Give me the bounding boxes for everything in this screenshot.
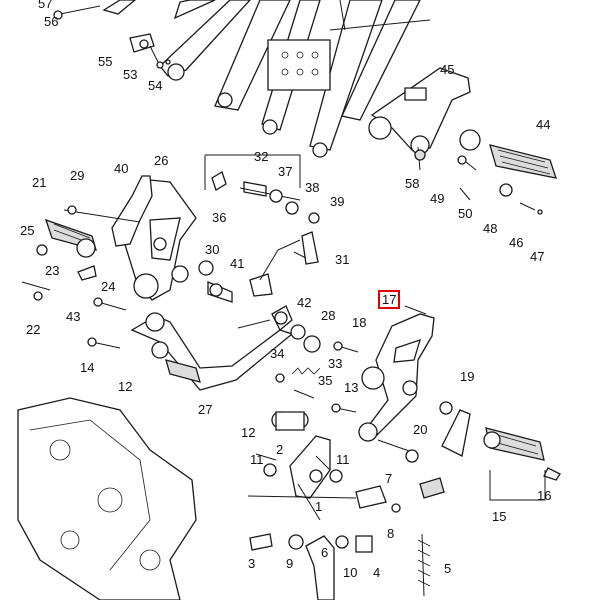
part-label-47[interactable]: 47 [530,249,545,264]
part-label-11-left[interactable]: 11 [250,452,264,467]
part-label-7[interactable]: 7 [385,471,393,486]
part-label-56[interactable]: 56 [44,14,59,29]
part-label-49[interactable]: 49 [430,191,445,206]
part-label-32[interactable]: 32 [254,149,269,164]
part-label-6[interactable]: 6 [321,545,329,560]
part-label-26[interactable]: 26 [154,153,169,168]
part-label-3[interactable]: 3 [248,556,256,571]
part-label-12-upper[interactable]: 12 [118,379,133,394]
part-label-27[interactable]: 27 [198,402,213,417]
part-label-48[interactable]: 48 [483,221,498,236]
part-label-38[interactable]: 38 [305,180,320,195]
right-footrest-bracket-17 [331,313,435,442]
part-label-50[interactable]: 50 [458,206,473,221]
part-label-2[interactable]: 2 [276,442,284,457]
part-label-33[interactable]: 33 [328,356,343,371]
bolt-20 [377,439,445,499]
part-label-23[interactable]: 23 [45,263,60,278]
part-label-44[interactable]: 44 [536,117,551,132]
part-label-30[interactable]: 30 [205,242,220,257]
part-label-16[interactable]: 16 [537,488,552,503]
rider-footpeg-21 [21,205,141,301]
part-label-24[interactable]: 24 [101,279,116,294]
heel-plate-40 [111,175,153,247]
part-label-42[interactable]: 42 [297,295,312,310]
part-label-54[interactable]: 54 [148,78,163,93]
right-footpeg-15 [439,401,561,501]
part-label-15[interactable]: 15 [492,509,507,524]
brake-pedal-27 [87,297,294,391]
part-label-46[interactable]: 46 [509,235,524,250]
part-label-40[interactable]: 40 [114,161,129,176]
part-label-25[interactable]: 25 [20,223,35,238]
part-label-14[interactable]: 14 [80,360,95,375]
brake-switch-assembly [198,154,320,303]
part-label-53[interactable]: 53 [123,67,138,82]
part-label-28[interactable]: 28 [321,308,336,323]
passenger-footpeg-44 [414,144,557,215]
part-label-29[interactable]: 29 [70,168,85,183]
part-label-35[interactable]: 35 [318,373,333,388]
part-label-57[interactable]: 57 [38,0,53,11]
part-label-36[interactable]: 36 [212,210,227,225]
part-label-43[interactable]: 43 [66,309,81,324]
frame-outline-lower-left [17,397,197,600]
part-label-8[interactable]: 8 [387,526,395,541]
part-label-19[interactable]: 19 [460,369,475,384]
leader-lines [237,187,471,471]
part-label-21[interactable]: 21 [32,175,47,190]
part-label-31[interactable]: 31 [335,252,350,267]
part-label-12-lower[interactable]: 12 [241,425,256,440]
spring-and-washers [275,324,321,399]
part-label-58[interactable]: 58 [405,176,420,191]
part-label-5[interactable]: 5 [444,561,452,576]
part-label-9[interactable]: 9 [286,556,294,571]
bracket-parts-55-53-54 [53,5,171,69]
master-cylinder-parts [249,533,431,600]
upper-frame-rails [102,0,431,158]
part-label-17-highlighted[interactable]: 17 [378,290,401,309]
part-label-45[interactable]: 45 [440,62,455,77]
part-label-4[interactable]: 4 [373,565,381,580]
part-label-22[interactable]: 22 [26,322,41,337]
part-label-20[interactable]: 20 [413,422,428,437]
part-label-1[interactable]: 1 [315,499,323,514]
part-label-11-right[interactable]: 11 [336,452,350,467]
part-label-18[interactable]: 18 [352,315,367,330]
part-label-34[interactable]: 34 [270,346,285,361]
part-label-39[interactable]: 39 [330,194,345,209]
passenger-footrest-bracket-45 [368,67,481,155]
part-label-41[interactable]: 41 [230,256,245,271]
part-label-37[interactable]: 37 [278,164,293,179]
brake-rod-assembly [247,411,401,521]
part-label-13[interactable]: 13 [344,380,359,395]
part-label-55[interactable]: 55 [98,54,113,69]
part-label-10[interactable]: 10 [343,565,358,580]
